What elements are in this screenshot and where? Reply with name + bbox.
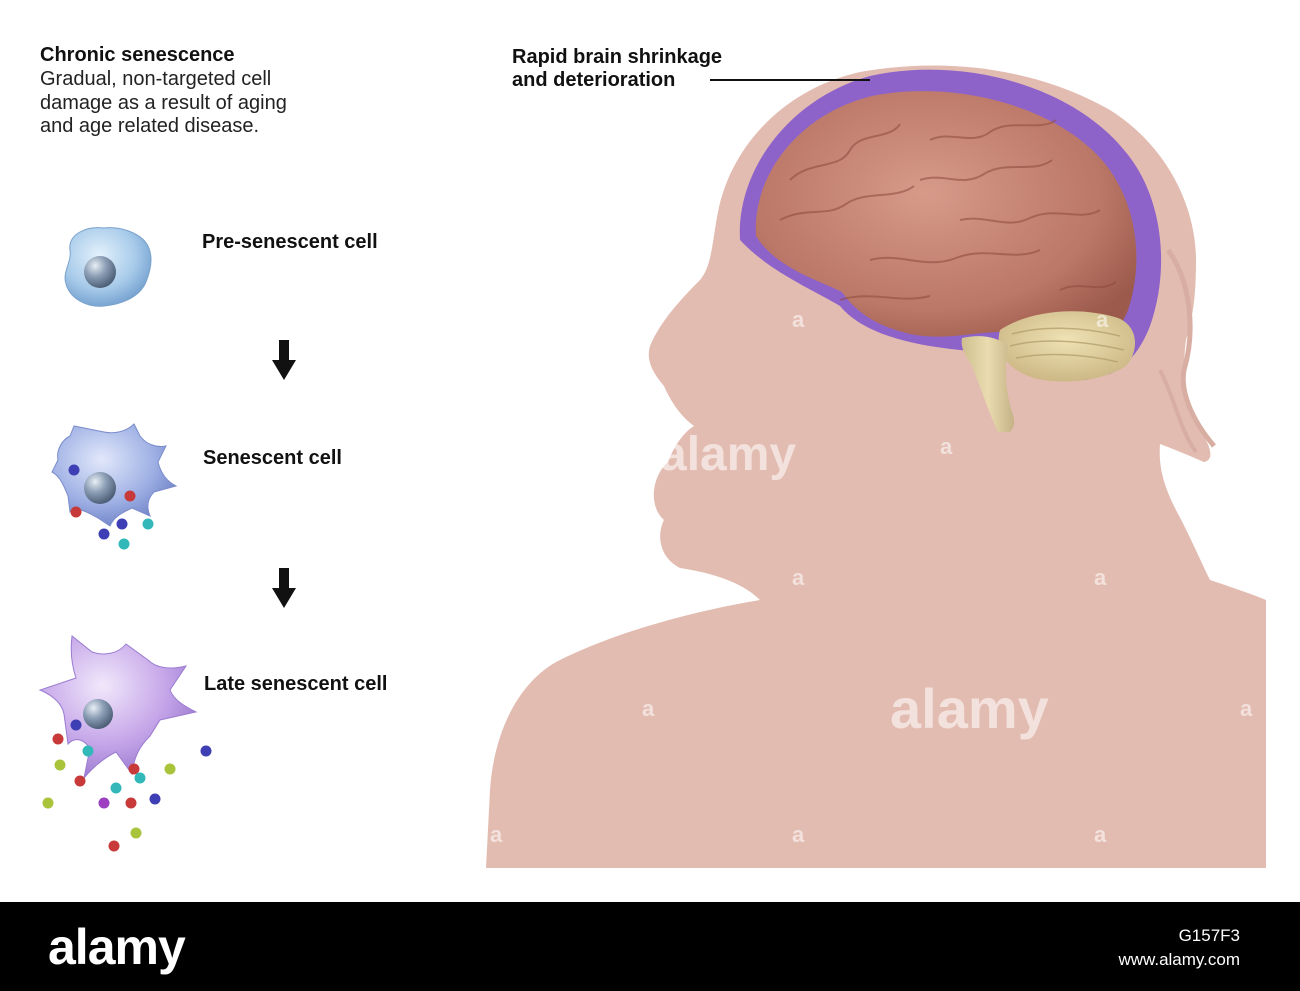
diagram-title: Chronic senescence <box>40 44 235 66</box>
diagram-description: Gradual, non-targeted cell damage as a r… <box>40 68 287 137</box>
senescent-cell-label: Senescent cell <box>203 447 342 469</box>
brain-icon <box>739 69 1162 432</box>
particle-group <box>68 464 154 550</box>
brain-label-line-2: and deterioration <box>512 69 676 91</box>
svg-text:a: a <box>642 696 655 721</box>
brain-stem <box>961 336 1015 432</box>
svg-text:a: a <box>1240 696 1253 721</box>
brain-cerebrum <box>755 91 1137 347</box>
svg-text:a: a <box>792 565 805 590</box>
svg-text:a: a <box>490 822 503 847</box>
site-url: www.alamy.com <box>1118 950 1240 969</box>
svg-text:a: a <box>792 307 805 332</box>
watermark-footer <box>0 902 1300 991</box>
svg-text:a: a <box>940 434 953 459</box>
brain-cerebellum <box>998 311 1136 382</box>
svg-text:alamy: alamy <box>890 677 1049 740</box>
late-senescent-cell-icon <box>38 635 212 852</box>
late-senescent-cell-label: Late senescent cell <box>204 673 388 695</box>
brain-label-line-1: Rapid brain shrinkage <box>512 46 723 68</box>
svg-text:a: a <box>1094 565 1107 590</box>
svg-text:alamy: alamy <box>660 428 796 481</box>
arrow-down-icon <box>272 568 296 608</box>
senescent-cell-icon <box>51 423 178 550</box>
pre-senescent-cell-icon <box>64 227 152 307</box>
particle-group <box>42 719 212 852</box>
svg-text:a: a <box>1096 307 1109 332</box>
pre-senescent-cell-label: Pre-senescent cell <box>202 231 378 253</box>
head-brain-illustration: alamy alamy a a a a a a a a a a <box>486 65 1266 869</box>
arrow-down-icon <box>272 340 296 380</box>
svg-text:a: a <box>1094 822 1107 847</box>
svg-text:a: a <box>792 822 805 847</box>
alamy-logo: alamy <box>48 919 186 975</box>
image-id: G157F3 <box>1178 926 1240 945</box>
brain-shrinkage-label: Rapid brain shrinkage and deterioration <box>512 46 722 92</box>
watermark-overlay: alamy alamy a a a a a a a a a a <box>490 307 1253 847</box>
cell-stages-illustration <box>38 227 296 852</box>
